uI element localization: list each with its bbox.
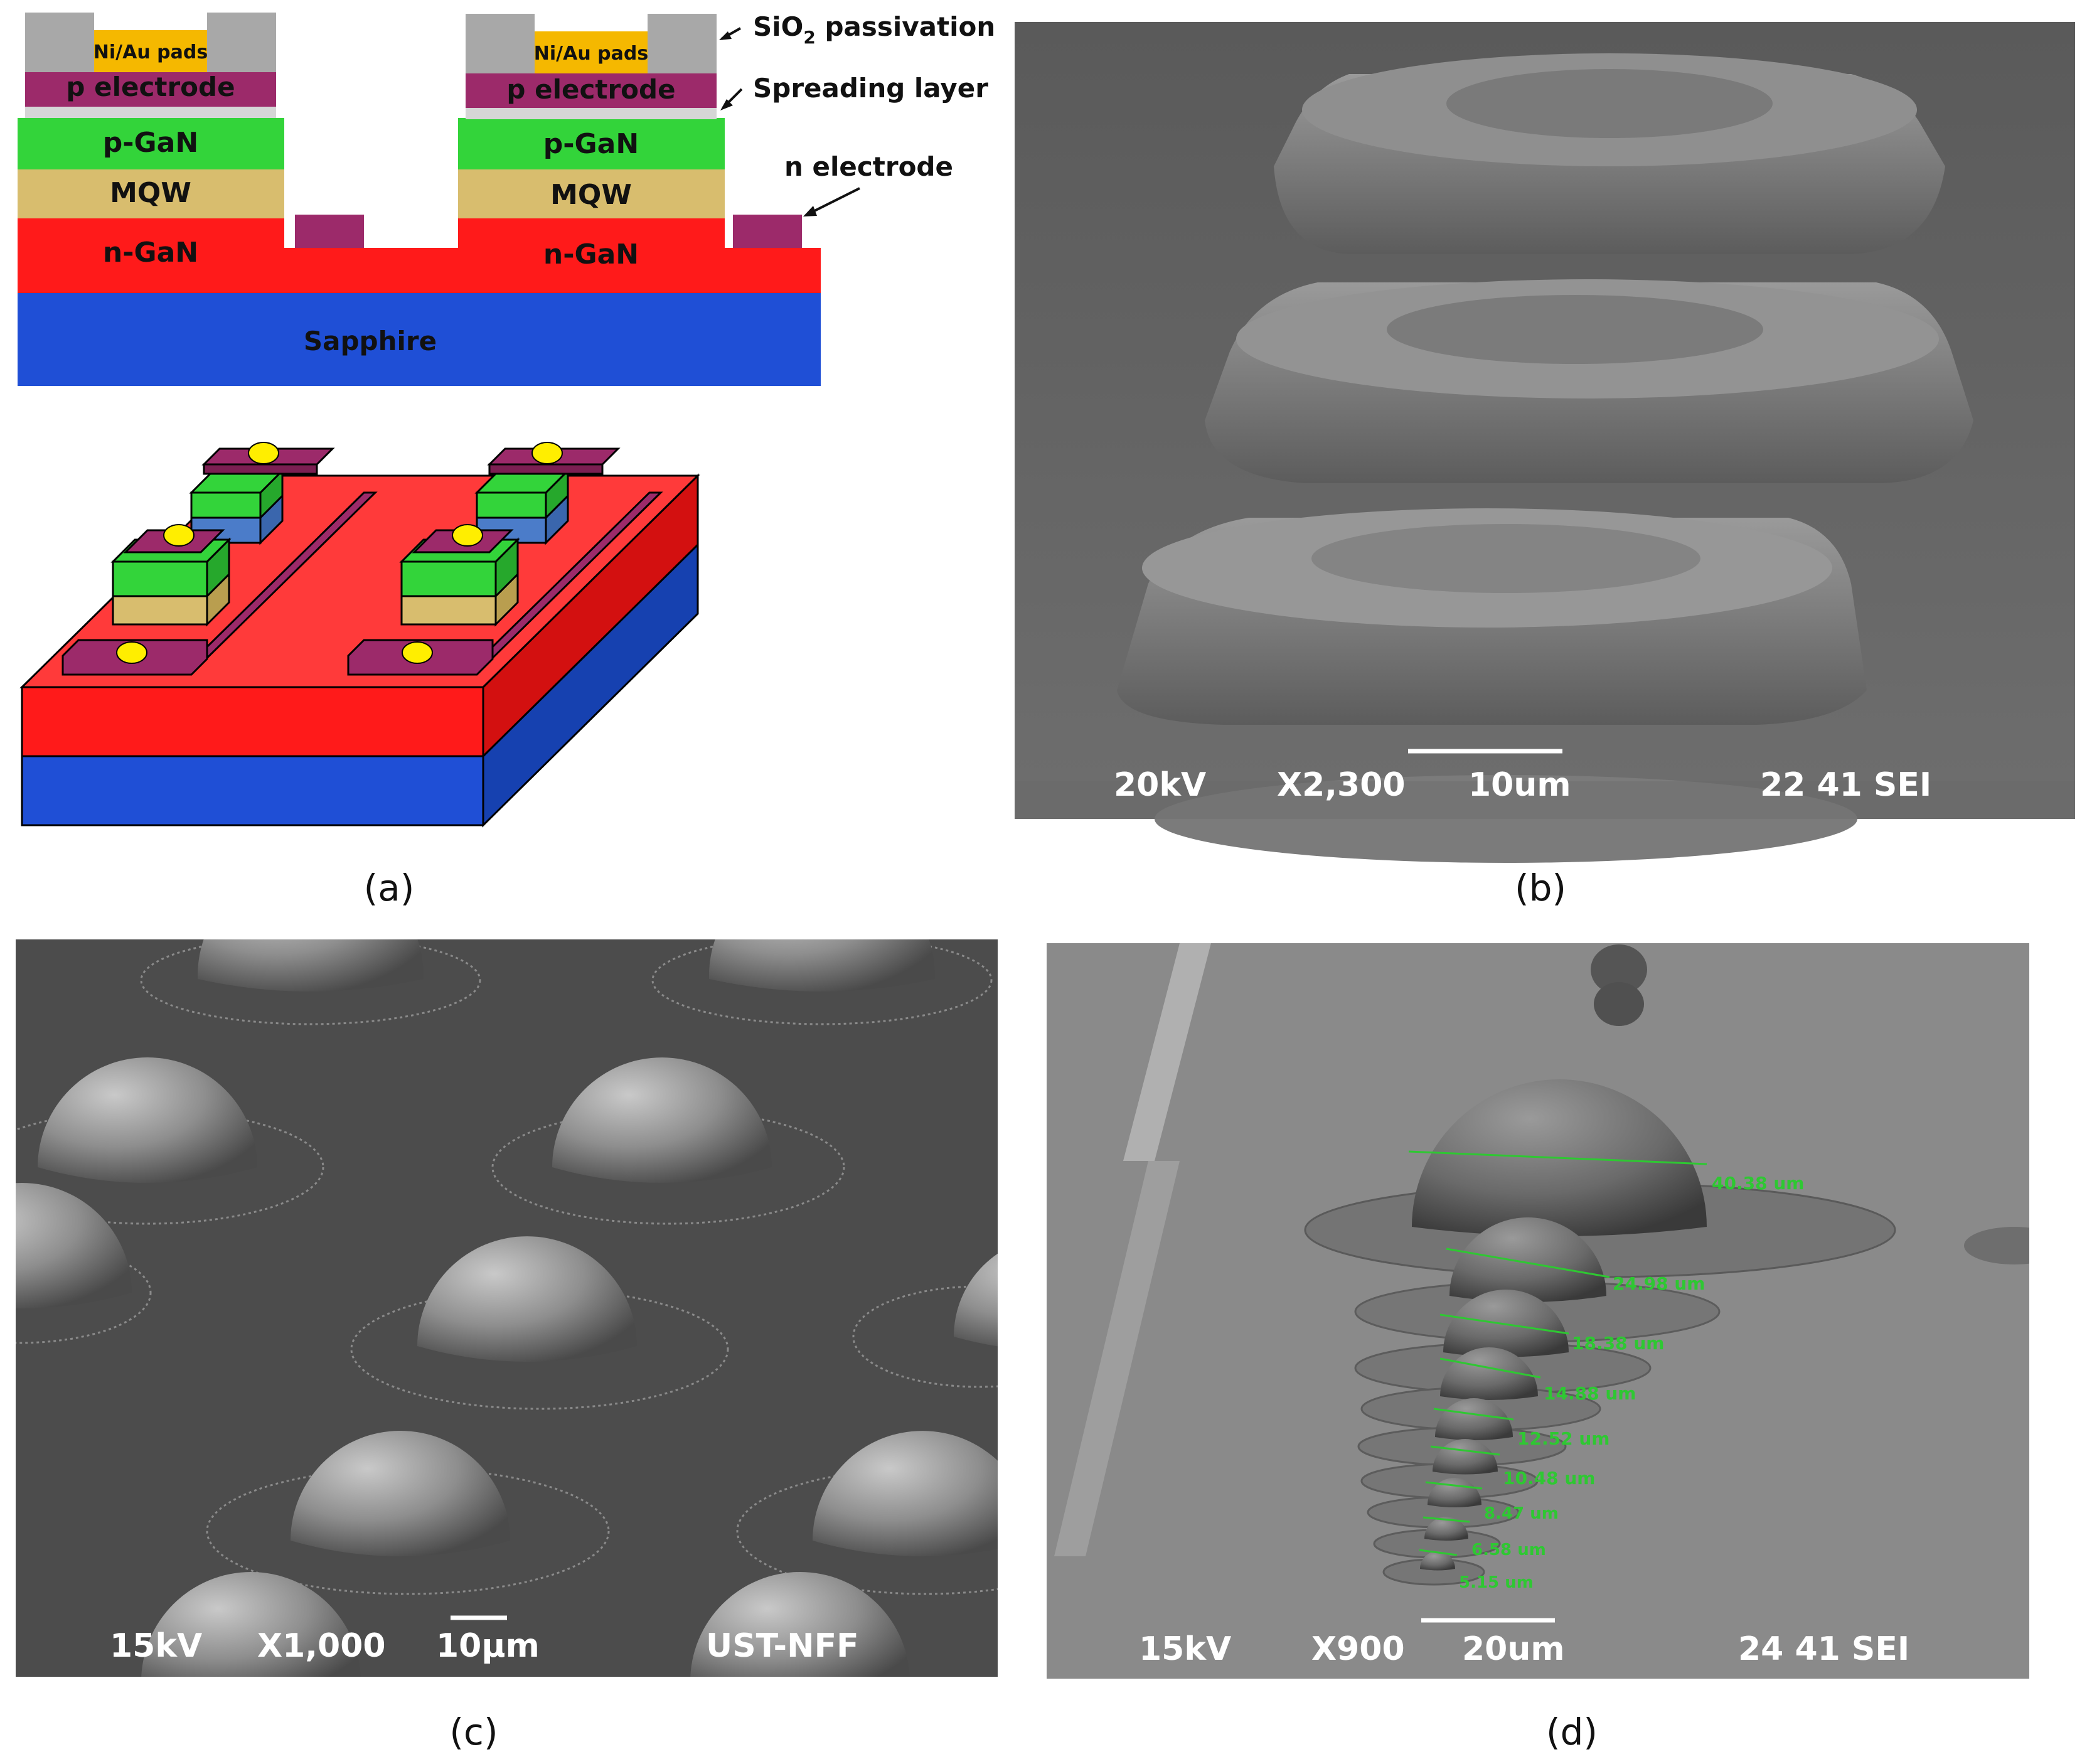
microlens	[141, 1572, 361, 1677]
microlens	[813, 1431, 998, 1556]
mesa	[1117, 508, 1867, 725]
measurement-label: 8.47 um	[1484, 1504, 1559, 1523]
n-electrode-right	[733, 215, 802, 248]
mqw-layer-right	[458, 168, 725, 218]
ni-au-pad-right	[535, 31, 648, 73]
contact-dot	[248, 442, 279, 464]
sapphire-front	[21, 755, 484, 826]
n-gan-label: n-GaN	[543, 238, 639, 270]
microlens	[1435, 1398, 1513, 1440]
mqw-label: MQW	[110, 177, 191, 209]
ni-au-pad-left	[94, 30, 207, 72]
passivation-annotation: SiO2 passivation	[753, 11, 995, 48]
microlens	[552, 1057, 772, 1183]
caption-d: (d)	[1546, 1711, 1598, 1753]
contact-dot	[163, 524, 195, 547]
pad-label: Ni/Au pads	[93, 41, 208, 63]
n-gan-layer	[18, 248, 821, 293]
measurement-label: 6.58 um	[1471, 1541, 1546, 1559]
measurement-label: 10.48 um	[1503, 1468, 1595, 1489]
sem-magnification: X900	[1311, 1630, 1405, 1668]
n-electrode-left	[295, 215, 364, 248]
p-gan-label: p-GaN	[543, 128, 639, 160]
measurement-label: 24.98 um	[1613, 1273, 1705, 1294]
caption-b: (b)	[1515, 867, 1566, 909]
sem-magnification: X2,300	[1277, 766, 1406, 804]
sem-scale: 10µm	[436, 1627, 540, 1665]
p-gan-layer-right	[458, 118, 725, 169]
sem-scale: 20um	[1462, 1630, 1565, 1668]
passivation-block	[648, 14, 717, 73]
sem-voltage: 20kV	[1114, 766, 1206, 804]
microlens	[690, 1572, 910, 1677]
sem-image-microlens-array: 15kV X1,000 10µm UST-NFF	[16, 939, 998, 1677]
spreading-annotation: Spreading layer	[753, 73, 988, 104]
sem-image-graded-microlenses: 40.38 um 24.98 um 18.38 um 14.88 um 12.5…	[1047, 943, 2029, 1679]
passivation-block	[25, 13, 94, 72]
mesa	[1274, 53, 1945, 254]
sem-voltage: 15kV	[1139, 1630, 1231, 1668]
contact-dot	[402, 641, 433, 664]
microlens	[1424, 1517, 1468, 1541]
passivation-block	[466, 14, 535, 73]
pad-label: Ni/Au pads	[534, 43, 648, 65]
microlens	[291, 1431, 510, 1556]
sem-scale: 10um	[1468, 766, 1571, 804]
n-electrode-annotation: n electrode	[784, 151, 953, 182]
n-electrode-arrow	[809, 187, 860, 215]
measurement-label: 18.38 um	[1572, 1333, 1664, 1354]
spreading-layer-right	[466, 108, 717, 119]
passivation-block	[207, 13, 276, 72]
p-electrode-label: p electrode	[66, 72, 235, 102]
n-gan-mesa-right	[458, 216, 725, 251]
p-gan-label: p-GaN	[103, 127, 198, 159]
caption-a: (a)	[364, 867, 415, 909]
p-gan-layer-left	[18, 118, 284, 169]
microlens	[1428, 1478, 1481, 1507]
mesa	[1205, 279, 1973, 483]
microlens	[709, 939, 935, 992]
mqw-layer-left	[18, 168, 284, 218]
spreading-layer-left	[25, 107, 276, 118]
microlens	[417, 1236, 637, 1362]
n-gan-mesa-left	[18, 216, 284, 251]
arrow-head	[719, 31, 732, 40]
microlens	[16, 1183, 132, 1308]
contact-dot	[116, 641, 147, 664]
microlens	[1440, 1347, 1538, 1400]
sem-image-mesas: 20kV X2,300 10um 22 41 SEI	[1015, 22, 2075, 863]
p-electrode-right	[466, 73, 717, 108]
contact-dot	[531, 442, 563, 464]
sem-voltage: 15kV	[110, 1627, 202, 1665]
device-3d-schematic	[19, 442, 700, 828]
device-cross-section: Ni/Au pads Ni/Au pads p electrode p elec…	[18, 11, 995, 386]
arrow-head	[803, 206, 817, 216]
arrow-head	[720, 99, 733, 110]
p-electrode-left	[25, 72, 276, 107]
microlens	[38, 1057, 257, 1183]
contact-dot	[452, 524, 483, 547]
microlens	[1443, 1290, 1569, 1357]
measurement-label: 40.38 um	[1712, 1173, 1804, 1194]
sem-detector: UST-NFF	[706, 1627, 859, 1665]
mqw-label: MQW	[550, 179, 632, 211]
sapphire-label: Sapphire	[304, 326, 437, 356]
n-gan-front	[21, 686, 484, 757]
measurement-label: 14.88 um	[1544, 1383, 1636, 1404]
microlens	[1420, 1551, 1455, 1571]
sem-detector: 22 41 SEI	[1760, 766, 1931, 804]
p-electrode-label: p electrode	[506, 74, 675, 105]
n-gan-label: n-GaN	[103, 237, 198, 269]
microlens	[1449, 1217, 1606, 1302]
pixel-back-right	[474, 447, 621, 545]
measurement-label: 5.15 um	[1459, 1573, 1534, 1592]
microlens	[198, 939, 424, 992]
sem-magnification: X1,000	[257, 1627, 386, 1665]
microlens	[954, 1253, 998, 1347]
sem-detector: 24 41 SEI	[1738, 1630, 1909, 1668]
sapphire-layer	[18, 292, 821, 386]
caption-c: (c)	[449, 1711, 498, 1753]
measurement-label: 12.52 um	[1517, 1428, 1609, 1449]
